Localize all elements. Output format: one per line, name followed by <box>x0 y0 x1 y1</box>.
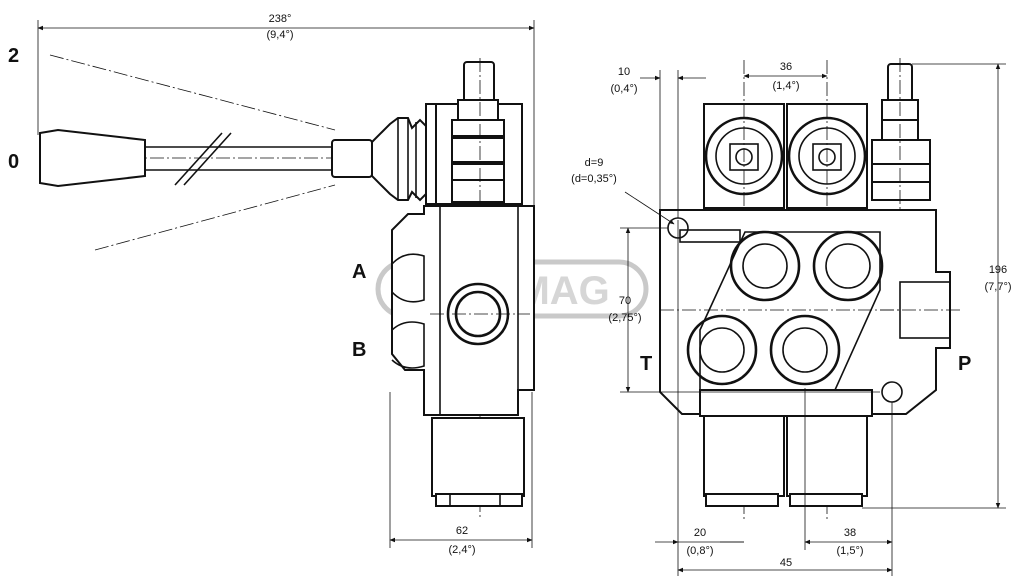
dim-20-mm: 20 <box>694 527 706 539</box>
valve-front-view <box>659 58 960 520</box>
lever-rubber-boot <box>371 117 427 202</box>
hole-d-in: (d=0,35°) <box>571 173 617 185</box>
dim-196-mm: 196 <box>989 264 1007 276</box>
port-labels: 2 0 A B T P <box>8 45 971 375</box>
lower-cap-right <box>786 415 868 497</box>
dim-196-in: (7,7°) <box>984 281 1011 293</box>
dim-45-mm: 45 <box>780 557 792 569</box>
port-a-label: A <box>352 261 366 283</box>
hole-d-mm: d=9 <box>585 157 604 169</box>
port-upper-left <box>729 230 801 302</box>
dim-70-in: (2,75°) <box>608 312 641 324</box>
dim-38-in: (1,5°) <box>836 545 863 557</box>
dim-10-mm: 10 <box>618 66 630 78</box>
dim-62-in: (2,4°) <box>448 544 475 556</box>
valve-side-body <box>391 205 535 416</box>
dim-238-mm: 238° <box>269 13 292 25</box>
valve-side-view <box>391 58 535 520</box>
dim-38-mm: 38 <box>844 527 856 539</box>
dim-10-in: (0,4°) <box>610 83 637 95</box>
port-p-label: P <box>958 353 971 375</box>
port-lower-right <box>769 314 841 386</box>
port-upper-right <box>812 230 884 302</box>
spool-cap <box>431 417 525 497</box>
lever-assembly <box>39 54 439 251</box>
position-2-label: 2 <box>8 45 19 67</box>
dim-20-in: (0,8°) <box>686 545 713 557</box>
dim-62-mm: 62 <box>456 525 468 537</box>
position-0-label: 0 <box>8 151 19 173</box>
dimension-lines <box>37 20 1006 576</box>
port-lower-left <box>686 314 758 386</box>
dim-36-mm: 36 <box>780 61 792 73</box>
dim-36-in: (1,4°) <box>772 80 799 92</box>
lever-ferrule <box>331 139 373 178</box>
port-t-label: T <box>640 353 652 375</box>
dim-70-mm: 70 <box>619 295 631 307</box>
dimension-labels: 238° (9,4°) 10 (0,4°) 36 (1,4°) d=9 (d=0… <box>266 13 1011 569</box>
lower-cap-left <box>703 415 785 497</box>
lever-handle-grip <box>39 128 146 188</box>
top-adjust-screw <box>463 61 495 105</box>
dim-238-in: (9,4°) <box>266 29 293 41</box>
port-b-label: B <box>352 339 366 361</box>
